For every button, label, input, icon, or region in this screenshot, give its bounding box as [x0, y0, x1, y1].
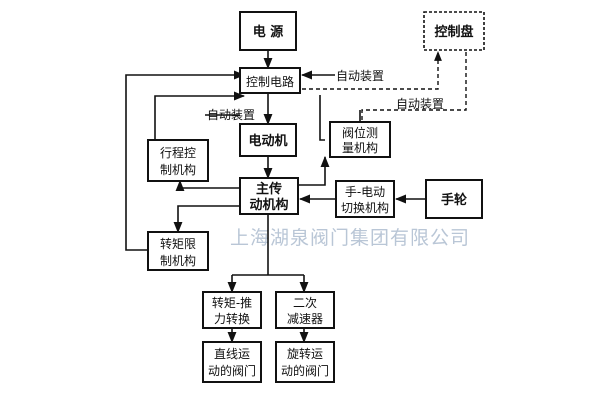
arrow-travel-to-circuit	[154, 91, 246, 140]
box-linear-valve-label-1: 直线运	[214, 347, 250, 361]
link-valve-to-circuit	[319, 95, 325, 141]
box-travel-control-label-1: 行程控	[160, 145, 196, 160]
box-control-circuit: 控制电路	[239, 67, 301, 94]
arrow-circuit-to-panel	[302, 51, 442, 90]
box-torque-limit-label-1: 转矩限	[160, 236, 196, 251]
note-auto-device-2: 自动装置	[207, 108, 255, 122]
box-control-circuit-label: 控制电路	[246, 74, 294, 89]
box-travel-control-label-2: 制机构	[160, 162, 196, 177]
watermark-text: 上海湖泉阀门集团有限公司	[230, 227, 470, 249]
box-main-drive: 主传 动机构	[239, 177, 299, 215]
box-rotary-valve-label-1: 旋转运	[287, 346, 323, 361]
box-torque-thrust-label-1: 转矩-推	[212, 295, 252, 310]
box-valve-measure-label-1: 阀位测	[342, 125, 378, 140]
arrow-drive-to-valve	[298, 155, 330, 186]
box-switch: 手-电动 切换机构	[335, 180, 395, 218]
box-reducer-label-2: 减速器	[287, 312, 323, 326]
box-switch-label-2: 切换机构	[341, 200, 389, 215]
box-linear-valve-label-2: 动的阀门	[208, 363, 256, 378]
box-control-panel-label: 控制盘	[434, 24, 473, 40]
box-motor-label: 电动机	[248, 133, 287, 149]
box-motor: 电动机	[239, 123, 297, 157]
box-valve-measure: 阀位测 量机构	[329, 121, 391, 158]
box-reducer: 二次 减速器	[275, 291, 335, 329]
note-auto-device-1: 自动装置	[336, 69, 384, 83]
box-handwheel-label: 手轮	[441, 192, 467, 208]
box-power-label: 电 源	[253, 24, 284, 40]
box-switch-label-1: 手-电动	[345, 185, 385, 199]
arrow-drive-to-travel	[175, 179, 240, 192]
box-rotary-valve-label-2: 动的阀门	[281, 363, 329, 378]
box-torque-thrust: 转矩-推 力转换	[202, 291, 262, 329]
box-torque-limit: 转矩限 制机构	[147, 231, 209, 271]
link-panel-to-valve	[361, 52, 467, 122]
box-torque-thrust-label-2: 力转换	[214, 311, 250, 326]
connectors	[125, 50, 467, 344]
box-control-panel: 控制盘	[423, 11, 485, 51]
box-power: 电 源	[239, 11, 297, 51]
box-linear-valve: 直线运 动的阀门	[202, 341, 262, 383]
box-handwheel: 手轮	[425, 179, 483, 219]
box-main-drive-label-2: 动机构	[249, 197, 288, 213]
box-torque-limit-label-2: 制机构	[160, 253, 196, 268]
box-rotary-valve: 旋转运 动的阀门	[275, 341, 335, 383]
box-valve-measure-label-2: 量机构	[342, 140, 378, 155]
arrow-drive-to-torque	[173, 205, 240, 234]
arrow-torque-to-circuit	[125, 70, 246, 251]
box-reducer-label-1: 二次	[293, 296, 317, 310]
box-main-drive-label-1: 主传	[256, 181, 282, 197]
box-travel-control: 行程控 制机构	[147, 139, 209, 182]
note-auto-device-3: 自动装置	[396, 97, 444, 111]
